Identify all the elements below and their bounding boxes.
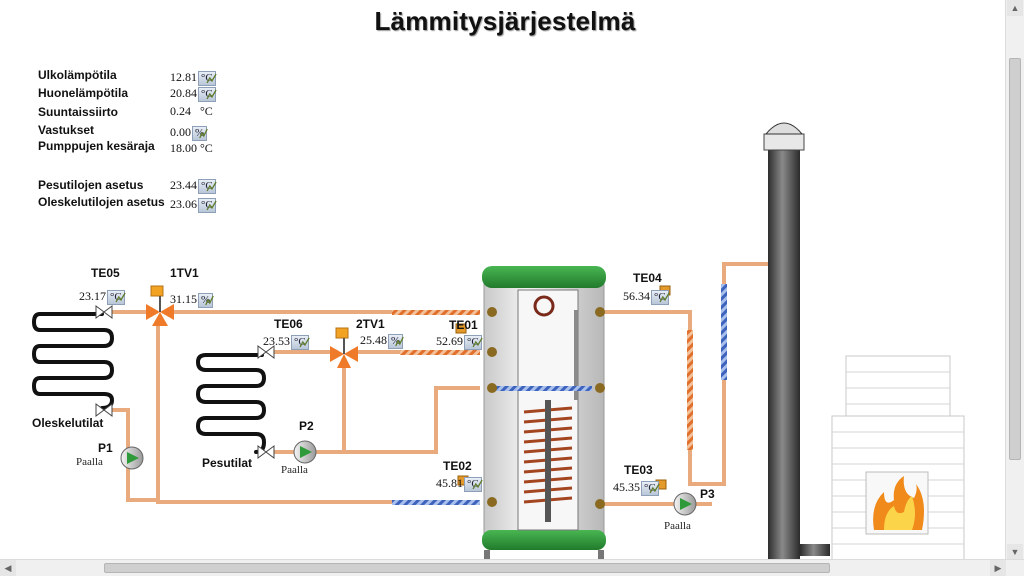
room-trend-button[interactable]: °C xyxy=(198,86,217,102)
zone-living-label: Oleskelutilat xyxy=(32,416,104,430)
setting-value-offset: 0.24 °C xyxy=(170,104,213,118)
valve-2tv1-name: 2TV1 xyxy=(356,317,385,331)
sensor-te01-value: 52.69°C xyxy=(436,334,483,350)
valve-icon xyxy=(95,305,275,459)
setting-value-resistors: 0.00% xyxy=(170,125,208,141)
setting-value-outdoor: 12.81°C xyxy=(170,70,217,86)
pump-p2-status[interactable]: Paalla xyxy=(281,464,308,476)
trend-chart-icon xyxy=(659,292,670,303)
setting-value-room: 20.84°C xyxy=(170,86,217,102)
trend-chart-icon xyxy=(206,181,217,192)
resistors-trend-button[interactable]: % xyxy=(192,125,208,141)
1tv1-trend-button[interactable]: % xyxy=(198,292,214,308)
setting-label-resistors: Vastukset xyxy=(38,123,95,137)
trend-chart-icon xyxy=(206,89,217,100)
scroll-up-button[interactable]: ▲ xyxy=(1007,0,1023,16)
trend-chart-icon xyxy=(199,128,208,139)
setting-value-washroom: 23.44°C xyxy=(170,178,217,194)
sensor-te06-value: 23.53°C xyxy=(263,334,310,350)
fire-icon xyxy=(873,476,924,530)
pump-p1-name: P1 xyxy=(98,441,113,455)
pipe-cold-2 xyxy=(721,284,727,380)
buffer-tank xyxy=(482,266,606,560)
chimney xyxy=(763,122,830,560)
pipe-hot-3 xyxy=(687,330,693,450)
trend-chart-icon xyxy=(206,200,217,211)
vertical-scrollbar[interactable]: ▲ ▼ xyxy=(1005,0,1024,560)
sensor-te01-name: TE01 xyxy=(449,318,478,332)
valve-2tv1 xyxy=(330,327,358,368)
pump-icon xyxy=(120,440,697,516)
zone-washroom-label: Pesutilat xyxy=(202,456,253,470)
pipe-cold-1 xyxy=(392,500,480,505)
horizontal-scroll-thumb[interactable] xyxy=(104,563,830,573)
page-title: Lämmitysjärjestelmä xyxy=(374,6,636,36)
valve-1tv1-value: 31.15% xyxy=(170,292,214,308)
valve-1tv1-name: 1TV1 xyxy=(170,266,199,280)
trend-chart-icon xyxy=(299,337,310,348)
setting-value-living: 23.06°C xyxy=(170,197,217,213)
scroll-down-button[interactable]: ▼ xyxy=(1007,544,1023,560)
sensor-te02-name: TE02 xyxy=(443,459,472,473)
te06-trend-button[interactable]: °C xyxy=(291,334,310,350)
sensor-te03-value: 45.35°C xyxy=(613,480,660,496)
trend-chart-icon xyxy=(206,73,217,84)
radiator-living xyxy=(31,312,115,410)
sensor-te05-value: 23.17°C xyxy=(79,289,126,305)
trend-chart-icon xyxy=(649,483,660,494)
trend-chart-icon xyxy=(115,292,126,303)
valve-2tv1-value: 25.48% xyxy=(360,333,404,349)
sensor-te06-name: TE06 xyxy=(274,317,303,331)
2tv1-trend-button[interactable]: % xyxy=(388,333,404,349)
sensor-te04-value: 56.34°C xyxy=(623,289,670,305)
radiator-washroom xyxy=(195,353,267,454)
horizontal-scrollbar[interactable]: ◀ ▶ xyxy=(0,559,1024,576)
heating-diagram xyxy=(31,122,965,560)
living-trend-button[interactable]: °C xyxy=(198,197,217,213)
pump-p3-status[interactable]: Paalla xyxy=(664,520,691,532)
te02-trend-button[interactable]: °C xyxy=(464,476,483,492)
sensor-te02-value: 45.81°C xyxy=(436,476,483,492)
vertical-scroll-thumb[interactable] xyxy=(1009,58,1021,460)
sensor-te04-name: TE04 xyxy=(633,271,662,285)
scroll-right-button[interactable]: ▶ xyxy=(990,560,1006,576)
sensor-te03-name: TE03 xyxy=(624,463,653,477)
scroll-left-button[interactable]: ◀ xyxy=(0,560,16,576)
setting-label-living: Oleskelutilojen asetus xyxy=(38,195,165,209)
trend-chart-icon xyxy=(472,479,483,490)
trend-chart-icon xyxy=(395,336,404,347)
washroom-trend-button[interactable]: °C xyxy=(198,178,217,194)
pipe-hot-1 xyxy=(392,310,480,315)
trend-chart-icon xyxy=(472,337,483,348)
pump-p3-name: P3 xyxy=(700,487,715,501)
setting-label-offset: Suuntaissiirto xyxy=(38,105,119,119)
te01-trend-button[interactable]: °C xyxy=(464,334,483,350)
pipes-warm xyxy=(112,262,826,552)
setting-label-pump-summer: Pumppujen kesäraja xyxy=(38,139,155,153)
outdoor-trend-button[interactable]: °C xyxy=(198,70,217,86)
te03-trend-button[interactable]: °C xyxy=(641,480,660,496)
setting-label-outdoor: Ulkolämpötila xyxy=(38,68,117,82)
te04-trend-button[interactable]: °C xyxy=(651,289,670,305)
pipe-hot-2 xyxy=(400,350,480,355)
te05-trend-button[interactable]: °C xyxy=(107,289,126,305)
setting-label-room: Huonelämpötila xyxy=(38,86,129,100)
pump-p1-status[interactable]: Paalla xyxy=(76,456,103,468)
trend-chart-icon xyxy=(205,295,214,306)
setting-value-pump-summer: 18.00 °C xyxy=(170,141,213,155)
valve-1tv1 xyxy=(146,285,174,326)
pump-p2-name: P2 xyxy=(299,419,314,433)
sensor-te05-name: TE05 xyxy=(91,266,120,280)
setting-label-washroom: Pesutilojen asetus xyxy=(38,178,144,192)
